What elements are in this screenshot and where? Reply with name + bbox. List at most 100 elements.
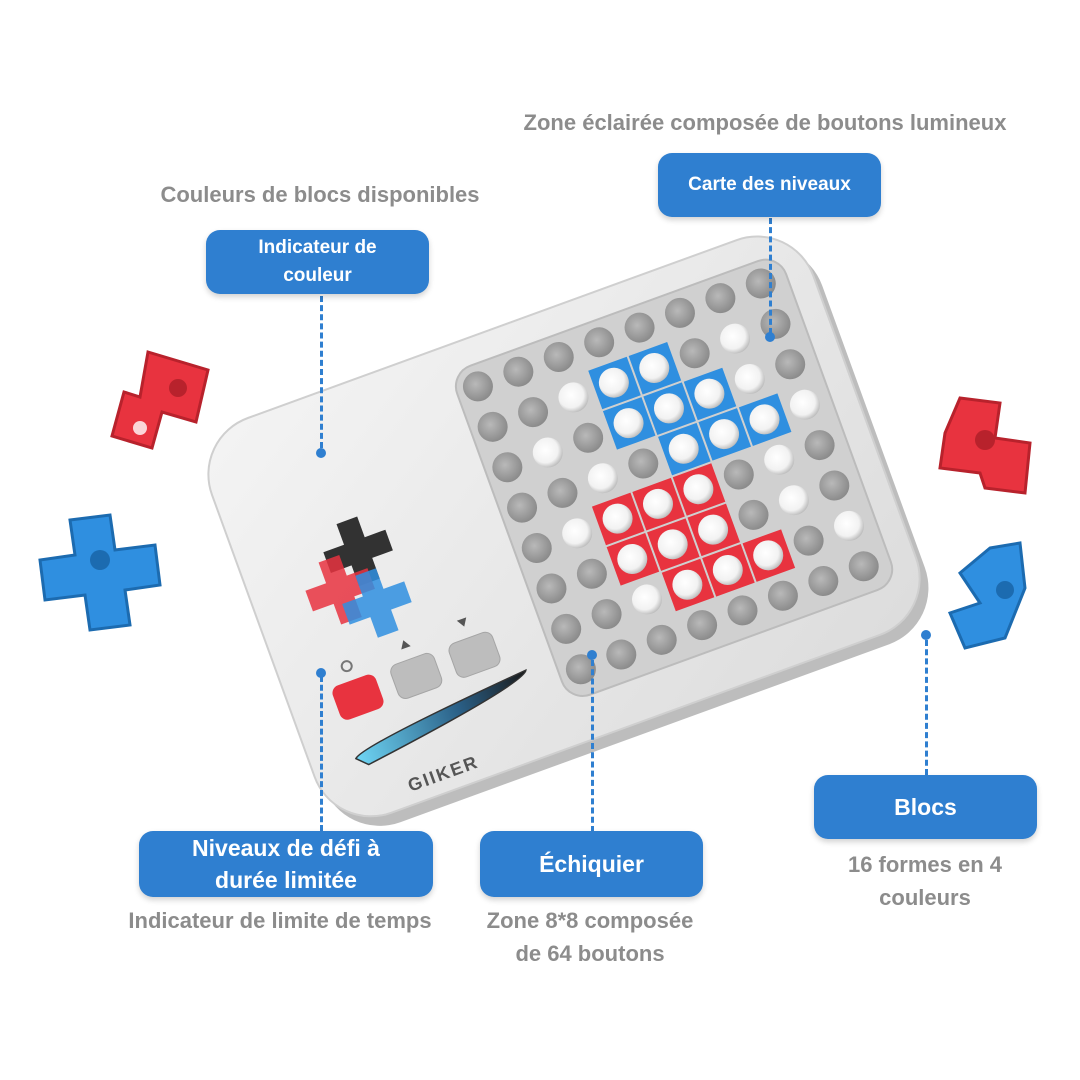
- chessboard-grid: [459, 264, 883, 688]
- board-button-lit[interactable]: [653, 525, 691, 563]
- grey-button-left[interactable]: [388, 651, 444, 701]
- board-button-lit[interactable]: [705, 415, 743, 453]
- board-button-lit[interactable]: [668, 566, 706, 604]
- board-button[interactable]: [547, 610, 585, 648]
- leader-indicateur-couleur: [320, 296, 323, 448]
- board-button[interactable]: [800, 426, 838, 464]
- board-button-lit[interactable]: [650, 389, 688, 427]
- board-button-lit[interactable]: [760, 441, 798, 479]
- board-button[interactable]: [845, 547, 883, 585]
- board-button[interactable]: [771, 345, 809, 383]
- board-button[interactable]: [620, 308, 658, 346]
- board-button-lit[interactable]: [731, 360, 769, 398]
- board-button[interactable]: [789, 521, 827, 559]
- board-button[interactable]: [756, 305, 794, 343]
- board-button-lit[interactable]: [775, 481, 813, 519]
- board-button[interactable]: [569, 419, 607, 457]
- board-button-lit[interactable]: [694, 510, 732, 548]
- leader-dot: [587, 650, 597, 660]
- leader-echiquier: [591, 660, 594, 832]
- leader-dot: [921, 630, 931, 640]
- caption-formes-line2: couleurs: [879, 885, 971, 910]
- board-button[interactable]: [562, 650, 600, 688]
- board-button-lit[interactable]: [554, 378, 592, 416]
- board-button[interactable]: [499, 352, 537, 390]
- board-button-lit[interactable]: [584, 459, 622, 497]
- board-button[interactable]: [540, 338, 578, 376]
- board-button[interactable]: [642, 621, 680, 659]
- board-button[interactable]: [683, 606, 721, 644]
- board-button-lit[interactable]: [639, 485, 677, 523]
- board-button-lit[interactable]: [749, 536, 787, 574]
- caption-formes: 16 formes en 4 couleurs: [815, 848, 1035, 914]
- board-button[interactable]: [734, 496, 772, 534]
- leader-dot: [316, 668, 326, 678]
- red-button[interactable]: [330, 672, 386, 722]
- board-button[interactable]: [503, 488, 541, 526]
- block-red-t: [938, 396, 1032, 495]
- leader-dot: [316, 448, 326, 458]
- board-button[interactable]: [624, 444, 662, 482]
- board-button-lit[interactable]: [716, 319, 754, 357]
- badge-echiquier: Échiquier: [480, 831, 703, 897]
- board-button[interactable]: [532, 569, 570, 607]
- board-button-lit[interactable]: [529, 433, 567, 471]
- board-button[interactable]: [587, 595, 625, 633]
- board-button[interactable]: [514, 393, 552, 431]
- board-button[interactable]: [473, 408, 511, 446]
- game-console: GIIKER: [207, 235, 929, 826]
- badge-carte-niveaux: Carte des niveaux: [658, 153, 881, 217]
- board-button-lit[interactable]: [613, 540, 651, 578]
- caption-formes-line1: 16 formes en 4: [847, 852, 1003, 877]
- board-button-lit[interactable]: [558, 514, 596, 552]
- arrow-up-icon: [401, 640, 411, 650]
- board-button[interactable]: [488, 448, 526, 486]
- caption-limite-temps: Indicateur de limite de temps: [128, 908, 432, 933]
- badge-niveaux-defi: Niveaux de défi à durée limitée: [139, 831, 433, 897]
- board-button[interactable]: [701, 279, 739, 317]
- board-button-lit[interactable]: [679, 470, 717, 508]
- caption-zone-8x8: Zone 8*8 composée de 64 boutons: [460, 904, 720, 970]
- caption-zone-eclairee: Zone éclairée composée de boutons lumine…: [523, 110, 1007, 135]
- board-button[interactable]: [720, 455, 758, 493]
- color-indicator-icon: [305, 516, 412, 638]
- board-button-lit[interactable]: [690, 374, 728, 412]
- block-blue-s: [947, 541, 1027, 650]
- board-button-lit[interactable]: [830, 507, 868, 545]
- board-button-lit[interactable]: [709, 551, 747, 589]
- board-button[interactable]: [543, 474, 581, 512]
- board-button[interactable]: [815, 466, 853, 504]
- board-button[interactable]: [723, 591, 761, 629]
- leader-carte-niveaux: [769, 218, 772, 334]
- caption-zone-8x8-line1: Zone 8*8 composée: [486, 908, 694, 933]
- board-button-lit[interactable]: [628, 580, 666, 618]
- badge-indicateur-couleur-line1: Indicateur de: [258, 237, 377, 258]
- board-button[interactable]: [518, 529, 556, 567]
- board-button[interactable]: [804, 562, 842, 600]
- badge-niveaux-defi-line2: durée limitée: [215, 867, 357, 893]
- board-button[interactable]: [580, 323, 618, 361]
- block-red-l: [110, 350, 210, 450]
- board-button-lit[interactable]: [598, 499, 636, 537]
- board-button[interactable]: [573, 555, 611, 593]
- indicator-light-icon: [340, 660, 353, 673]
- board-button[interactable]: [742, 264, 780, 302]
- board-button[interactable]: [661, 294, 699, 332]
- leader-blocs: [925, 640, 928, 775]
- board-button[interactable]: [764, 576, 802, 614]
- grey-button-right[interactable]: [447, 630, 503, 680]
- board-button-lit[interactable]: [745, 400, 783, 438]
- badge-indicateur-couleur-line2: couleur: [283, 265, 352, 286]
- board-button-lit[interactable]: [595, 363, 633, 401]
- block-blue-cross: [38, 513, 162, 632]
- board-button-lit[interactable]: [609, 404, 647, 442]
- board-button[interactable]: [459, 367, 497, 405]
- board-button[interactable]: [602, 635, 640, 673]
- board-button-lit[interactable]: [786, 385, 824, 423]
- leader-dot: [765, 332, 775, 342]
- board-button[interactable]: [675, 334, 713, 372]
- board-button-lit[interactable]: [664, 430, 702, 468]
- board-button-lit[interactable]: [635, 349, 673, 387]
- caption-zone-8x8-line2: de 64 boutons: [515, 941, 665, 966]
